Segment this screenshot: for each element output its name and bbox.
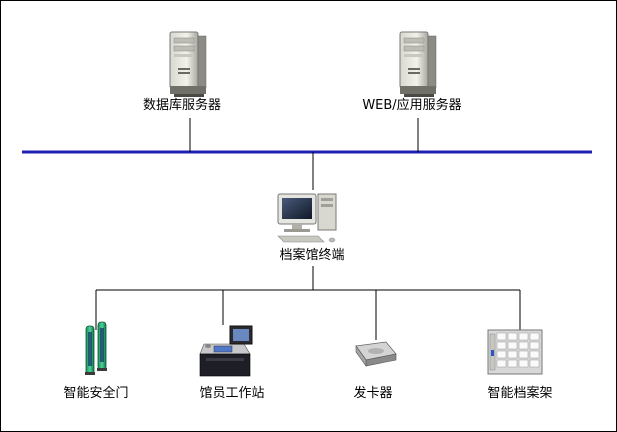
server-tower-icon bbox=[399, 31, 437, 97]
server-tower-icon bbox=[169, 31, 207, 97]
card-issuer-icon bbox=[355, 341, 397, 367]
security-gate-label: 智能安全门 bbox=[63, 386, 129, 401]
security-gate-icon bbox=[85, 321, 107, 375]
web-server-label: WEB/应用服务器 bbox=[362, 98, 462, 113]
database-server-label: 数据库服务器 bbox=[142, 98, 222, 113]
workstation-icon bbox=[199, 325, 253, 377]
smart-shelf-label: 智能档案架 bbox=[487, 386, 553, 401]
desktop-computer-icon bbox=[277, 193, 337, 243]
workstation-label: 馆员工作站 bbox=[199, 386, 265, 401]
smart-shelf-icon bbox=[487, 329, 543, 375]
terminal-label: 档案馆终端 bbox=[279, 248, 345, 263]
card-issuer-label: 发卡器 bbox=[353, 386, 393, 401]
